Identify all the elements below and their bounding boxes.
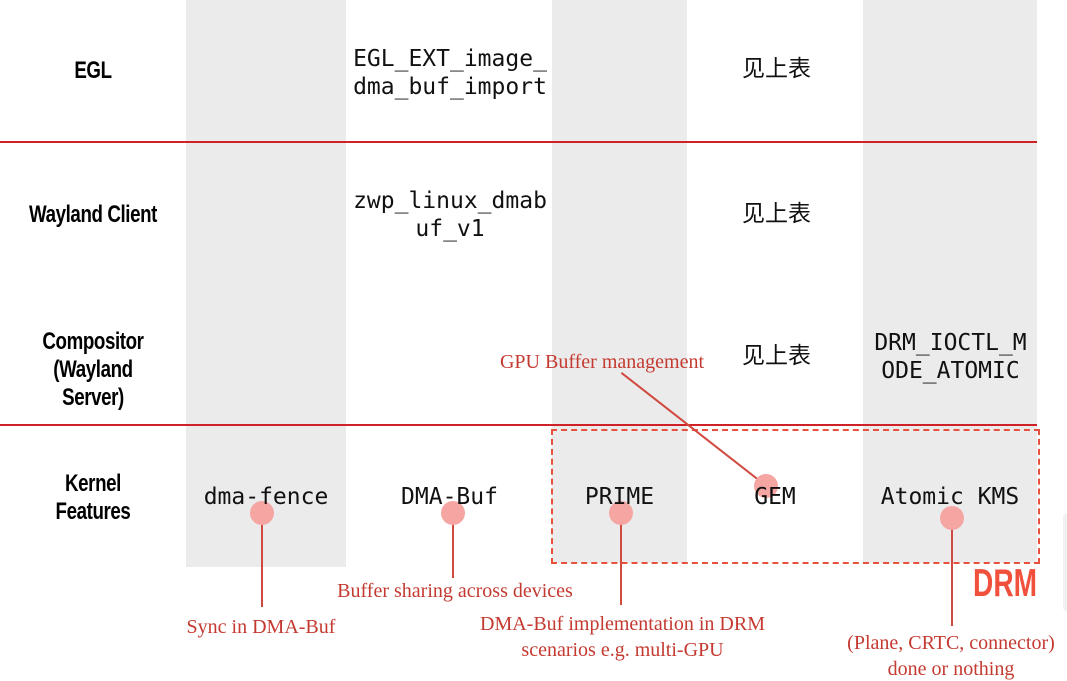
annotation-prime-note: DMA-Buf implementation in DRM scenarios … <box>450 611 795 663</box>
cell-wayland-dmabuf-protocol: zwp_linux_dmabuf_v1 <box>353 188 547 242</box>
column-band-atomic-kms <box>863 0 1037 563</box>
drm-group-dashed-box <box>551 429 1040 564</box>
row-label-kernel-features: Kernel Features <box>20 470 165 526</box>
separator-line-compositor-kernel <box>0 424 1037 426</box>
row-label-egl-text: EGL <box>74 57 112 84</box>
drm-group-label: DRM <box>973 562 1037 605</box>
leader-line-dma-fence <box>261 513 263 607</box>
kernel-feature-dma-fence: dma-fence <box>203 484 329 510</box>
kernel-feature-dma-buf: DMA-Buf <box>401 484 498 510</box>
leader-line-atomic-kms <box>951 518 953 626</box>
annotation-atomic-note-line2: done or nothing <box>887 658 1015 680</box>
right-edge-shape <box>1063 513 1067 612</box>
cell-wayland-see-above: 见上表 <box>742 201 811 227</box>
annotation-atomic-note-line1: (Plane, CRTC, connector) <box>847 632 1055 654</box>
annotation-prime-note-line1: DMA-Buf implementation in DRM <box>480 613 765 635</box>
annotation-atomic-note: (Plane, CRTC, connector) done or nothing <box>801 630 1067 681</box>
row-label-wayland-client: Wayland Client <box>20 201 165 229</box>
row-label-compositor-line1: Compositor <box>42 328 144 355</box>
annotation-prime-note-line2: scenarios e.g. multi-GPU <box>521 639 724 661</box>
row-label-compositor-line2: (Wayland Server) <box>53 356 133 411</box>
cell-compositor-see-above: 见上表 <box>742 343 811 369</box>
kernel-feature-gem: GEM <box>754 484 796 510</box>
cell-egl-dmabuf-extension: EGL_EXT_image_dma_buf_import <box>353 46 547 100</box>
row-label-kernel-line2: Features <box>55 498 131 525</box>
row-label-egl: EGL <box>20 57 165 85</box>
annotation-buffer-sharing: Buffer sharing across devices <box>337 580 573 602</box>
row-label-wayland-client-text: Wayland Client <box>28 201 158 228</box>
kernel-feature-prime: PRIME <box>584 484 655 510</box>
cell-egl-see-above: 见上表 <box>742 56 811 82</box>
row-label-kernel-line1: Kernel <box>65 470 121 497</box>
row-label-compositor: Compositor (Wayland Server) <box>20 328 165 412</box>
leader-line-prime <box>620 513 622 605</box>
leader-line-dma-buf <box>452 513 454 578</box>
cell-compositor-atomic-ioctl: DRM_IOCTL_MODE_ATOMIC <box>874 330 1027 384</box>
marker-dot-dma-fence <box>250 501 274 525</box>
separator-line-egl-wayland <box>0 141 1037 143</box>
annotation-gpu-buffer-management: GPU Buffer management <box>499 351 705 373</box>
marker-dot-prime <box>609 501 633 525</box>
marker-dot-atomic-kms <box>940 506 964 530</box>
column-band-dma-fence <box>186 0 346 567</box>
column-band-prime <box>552 0 687 563</box>
marker-dot-dma-buf <box>441 501 465 525</box>
marker-dot-gem <box>754 474 778 498</box>
kernel-feature-atomic-kms: Atomic KMS <box>880 484 1020 510</box>
annotation-sync-in-dma-buf: Sync in DMA-Buf <box>186 616 336 638</box>
